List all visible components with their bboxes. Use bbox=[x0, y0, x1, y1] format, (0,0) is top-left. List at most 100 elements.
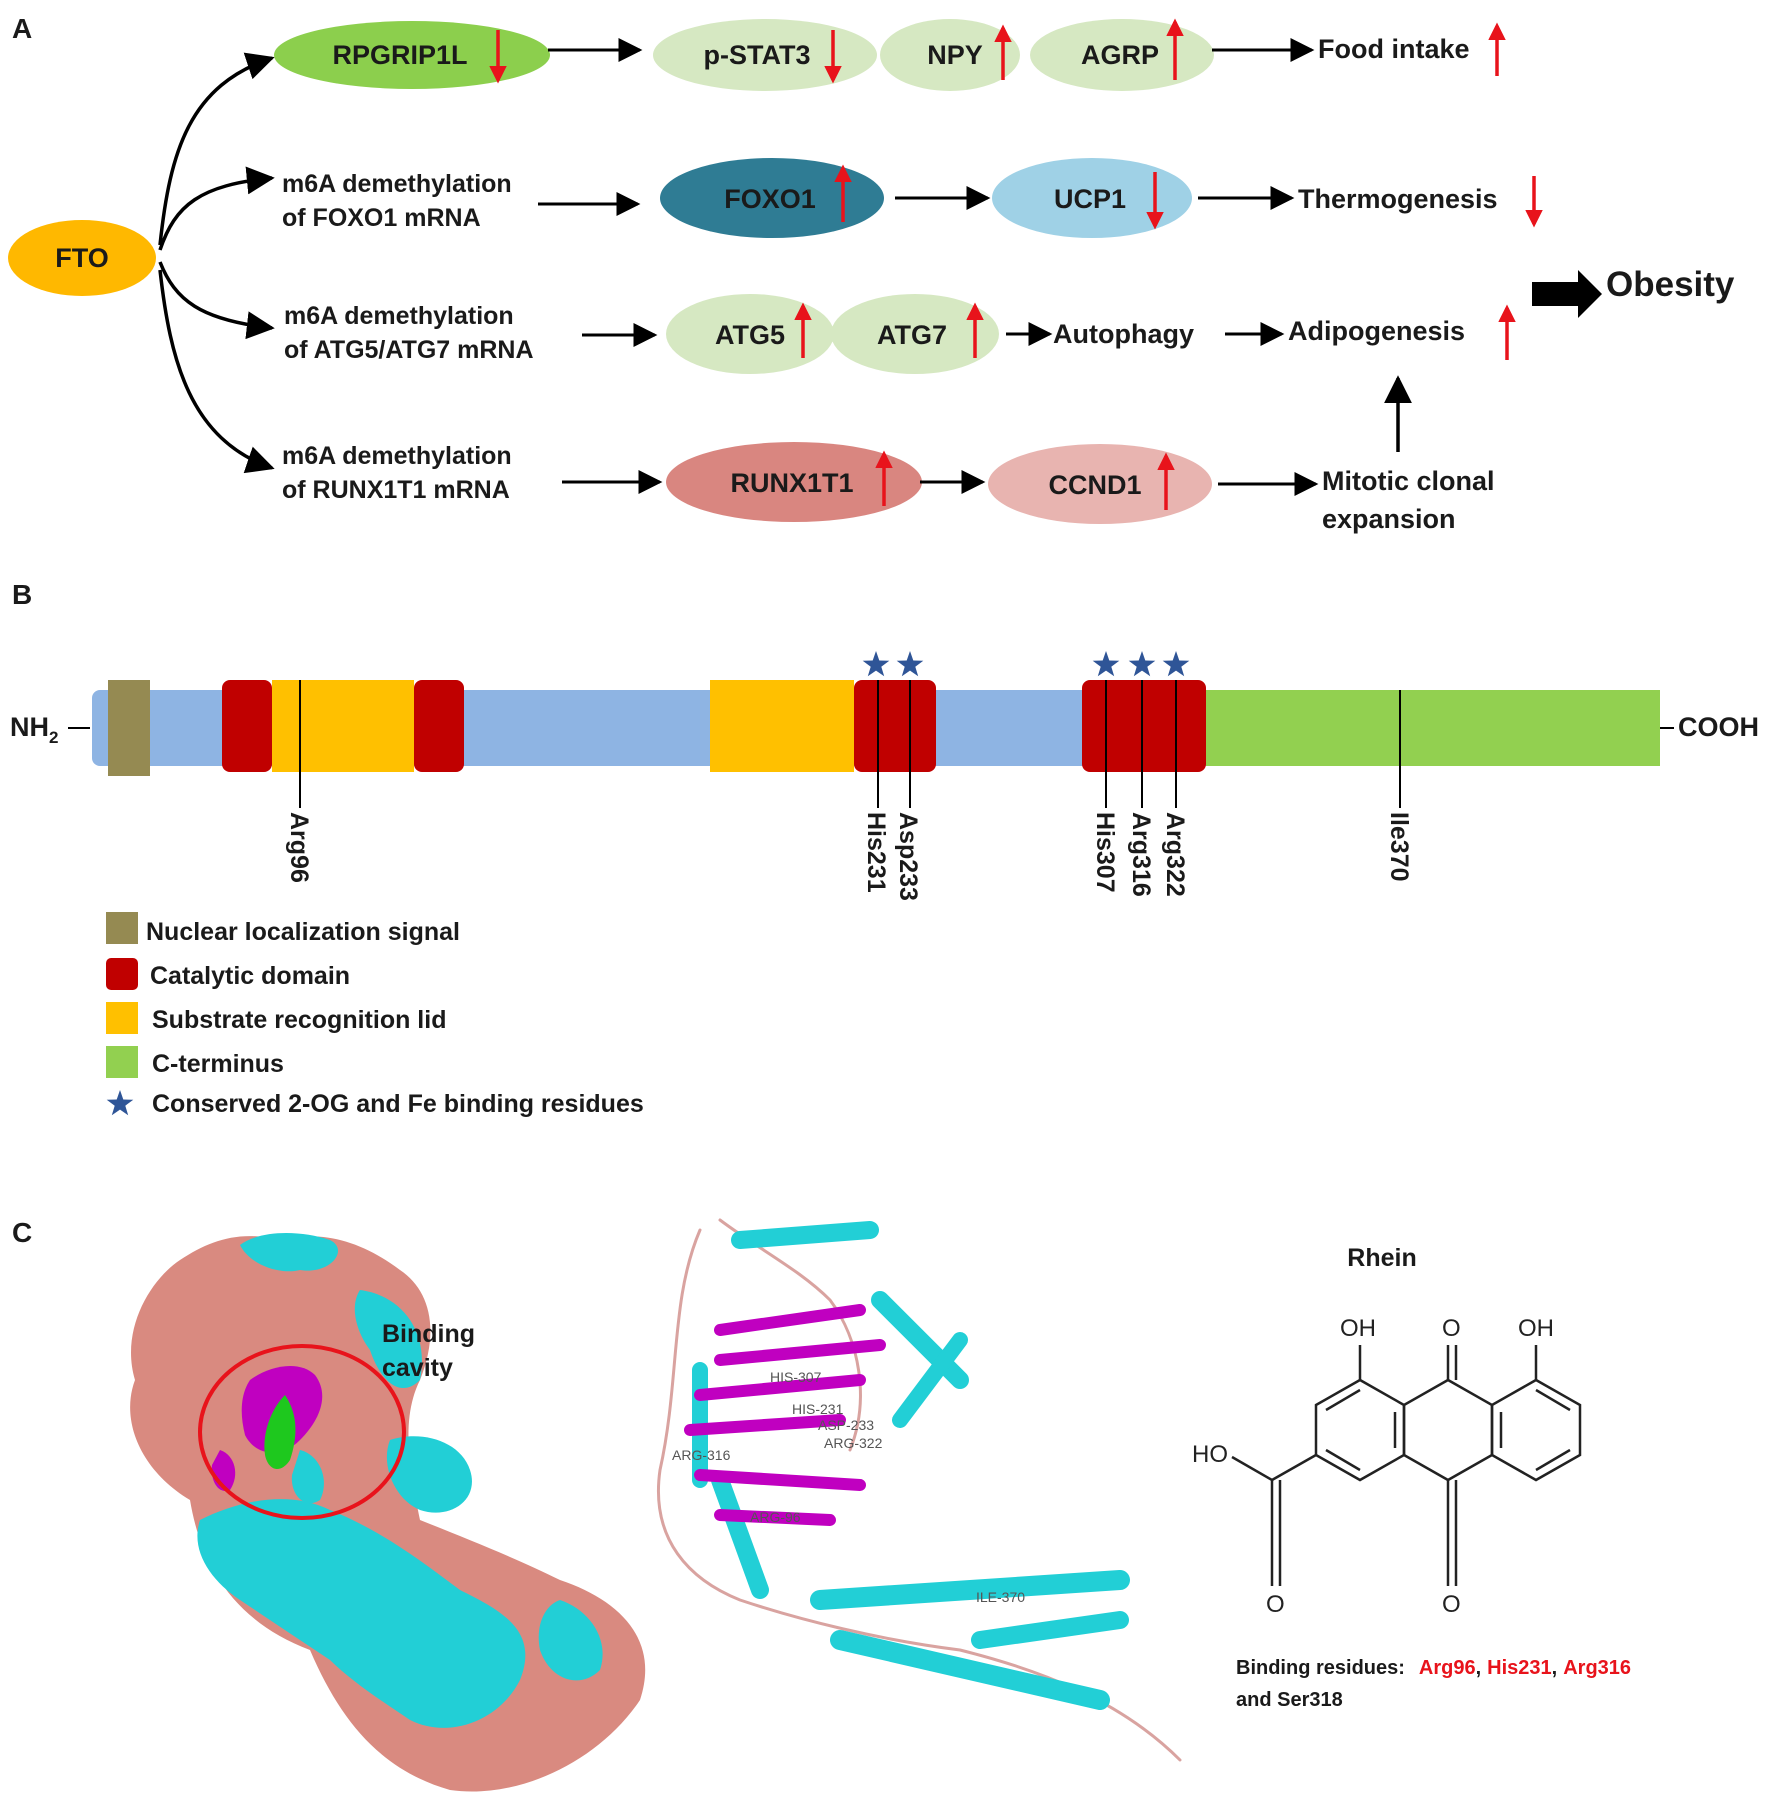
fto-node bbox=[8, 220, 156, 296]
atg5-label: ATG5 bbox=[715, 320, 785, 350]
binding-cavity-label-2: cavity bbox=[382, 1354, 453, 1382]
panel-label-a: A bbox=[12, 13, 32, 44]
residue-label-arg316: Arg316 bbox=[1127, 812, 1155, 897]
surface-cyan-inner bbox=[291, 1450, 324, 1504]
runx1t1-demethylation-line1: m6A demethylation bbox=[282, 442, 512, 470]
pstat3-label: p-STAT3 bbox=[704, 40, 811, 70]
surface-cyan-top bbox=[240, 1233, 339, 1272]
mitotic-label-line2: expansion bbox=[1322, 504, 1456, 534]
ucp1-label: UCP1 bbox=[1054, 184, 1126, 214]
atg7-node bbox=[831, 294, 999, 374]
ribbon-helix-7 bbox=[892, 1332, 968, 1428]
atg7-label: ATG7 bbox=[877, 320, 947, 350]
surface-green-residues bbox=[264, 1395, 296, 1470]
rhein-double-1 bbox=[1325, 1388, 1361, 1412]
ribbon-label-asp233: ASP-233 bbox=[818, 1417, 874, 1433]
residue-label-his307: His307 bbox=[1091, 812, 1119, 893]
binding-residues-line-2: and Ser318 bbox=[1236, 1689, 1343, 1711]
ucp1-node bbox=[992, 158, 1192, 238]
legend-swatch-cterm bbox=[106, 1046, 138, 1078]
runx1t1-label: RUNX1T1 bbox=[730, 468, 853, 498]
lid-domain-1 bbox=[272, 680, 414, 772]
protein-ribbon-image bbox=[657, 1218, 1182, 1762]
food-intake-label: Food intake bbox=[1318, 34, 1470, 64]
npy-node bbox=[880, 19, 1020, 91]
rhein-double-3 bbox=[1325, 1448, 1361, 1472]
protein-surface-image bbox=[130, 1233, 646, 1792]
rhein-cooh-oh bbox=[1231, 1455, 1273, 1482]
mitotic-label-line1: Mitotic clonal bbox=[1322, 466, 1495, 496]
npy-label: NPY bbox=[927, 40, 983, 70]
rhein-oh-left: OH bbox=[1340, 1315, 1376, 1342]
ribbon-strand-4 bbox=[684, 1414, 846, 1436]
branch-arrow-2 bbox=[158, 166, 275, 251]
branch-arrow-3 bbox=[158, 261, 275, 340]
agrp-node bbox=[1030, 19, 1214, 91]
surface-cyan-right bbox=[354, 1290, 422, 1389]
residue-label-his231: His231 bbox=[862, 812, 890, 893]
rhein-structure bbox=[1231, 1345, 1582, 1586]
legend-label-conserved: Conserved 2-OG and Fe binding residues bbox=[152, 1090, 644, 1118]
n-terminus-label: NH2 bbox=[10, 712, 58, 747]
ribbon-label-his231: HIS-231 bbox=[792, 1401, 844, 1417]
runx1t1-node bbox=[666, 442, 922, 522]
ribbon-loop-1 bbox=[657, 1228, 1182, 1762]
star-arg322 bbox=[1162, 651, 1190, 677]
atg-demethylation-line2: of ATG5/ATG7 mRNA bbox=[284, 336, 534, 364]
rhein-ring-left bbox=[1314, 1378, 1406, 1482]
legend-label-lid: Substrate recognition lid bbox=[152, 1006, 446, 1034]
catalytic-domain-1 bbox=[222, 680, 272, 772]
rhein-ho-left: HO bbox=[1192, 1441, 1228, 1468]
ribbon-label-arg96: ARG-96 bbox=[750, 1509, 801, 1525]
catalytic-domain-4 bbox=[1082, 680, 1206, 772]
residue-label-arg322: Arg322 bbox=[1161, 812, 1189, 897]
lid-domain-2 bbox=[710, 680, 854, 772]
fto-label: FTO bbox=[55, 243, 109, 273]
ribbon-strand-1 bbox=[714, 1304, 866, 1336]
rhein-ring-right bbox=[1490, 1378, 1582, 1482]
runx1t1-demethylation-line2: of RUNX1T1 mRNA bbox=[282, 476, 510, 504]
ribbon-label-arg322: ARG-322 bbox=[824, 1435, 883, 1451]
ribbon-helix-6 bbox=[971, 1611, 1129, 1649]
star-arg316 bbox=[1128, 651, 1156, 677]
c-terminus-domain bbox=[1206, 690, 1660, 766]
legend-swatch-lid bbox=[106, 1002, 138, 1034]
obesity-label: Obesity bbox=[1606, 265, 1735, 304]
foxo1-demethylation-line1: m6A demethylation bbox=[282, 170, 512, 198]
rhein-ring-middle bbox=[1402, 1378, 1494, 1482]
foxo1-label: FOXO1 bbox=[724, 184, 816, 214]
agrp-label: AGRP bbox=[1081, 40, 1159, 70]
binding-cavity-label-1: Binding bbox=[382, 1320, 475, 1348]
surface-cyan-tail bbox=[538, 1600, 603, 1681]
ribbon-helix-5 bbox=[830, 1630, 1110, 1710]
rhein-double-5 bbox=[1535, 1388, 1571, 1412]
rhein-cooh-bond bbox=[1271, 1453, 1317, 1482]
compound-title: Rhein bbox=[1347, 1244, 1416, 1272]
binding-residues-line: Binding residues:Arg96,His231,Arg316 bbox=[1236, 1657, 1631, 1679]
foxo1-node bbox=[660, 158, 884, 238]
ribbon-label-his307: HIS-307 bbox=[770, 1369, 822, 1385]
ccnd1-node bbox=[988, 444, 1212, 524]
binding-cavity-circle bbox=[198, 1344, 406, 1520]
panel-label-b: B bbox=[12, 579, 32, 610]
ribbon-helix-3 bbox=[711, 1471, 769, 1599]
surface-cyan-lower bbox=[197, 1499, 526, 1728]
legend-star-icon bbox=[106, 1090, 134, 1116]
legend-label-catalytic: Catalytic domain bbox=[150, 962, 350, 990]
ccnd1-label: CCND1 bbox=[1048, 470, 1141, 500]
star-his231 bbox=[862, 651, 890, 677]
pstat3-node bbox=[653, 19, 877, 91]
nls-domain bbox=[108, 680, 150, 776]
foxo1-demethylation-line2: of FOXO1 mRNA bbox=[282, 204, 481, 232]
fto-branch-arrows bbox=[158, 52, 275, 474]
residue-label-ile370: Ile370 bbox=[1385, 812, 1413, 882]
rhein-double-6 bbox=[1535, 1448, 1571, 1472]
catalytic-domain-2 bbox=[414, 680, 464, 772]
rhein-o-top: O bbox=[1442, 1315, 1461, 1342]
legend-label-nls: Nuclear localization signal bbox=[146, 918, 460, 946]
panel-label-c: C bbox=[12, 1217, 32, 1248]
legend-swatch-nls bbox=[106, 912, 138, 944]
ribbon-strand-6 bbox=[714, 1509, 836, 1526]
rhein-o-bottom: O bbox=[1442, 1591, 1461, 1618]
